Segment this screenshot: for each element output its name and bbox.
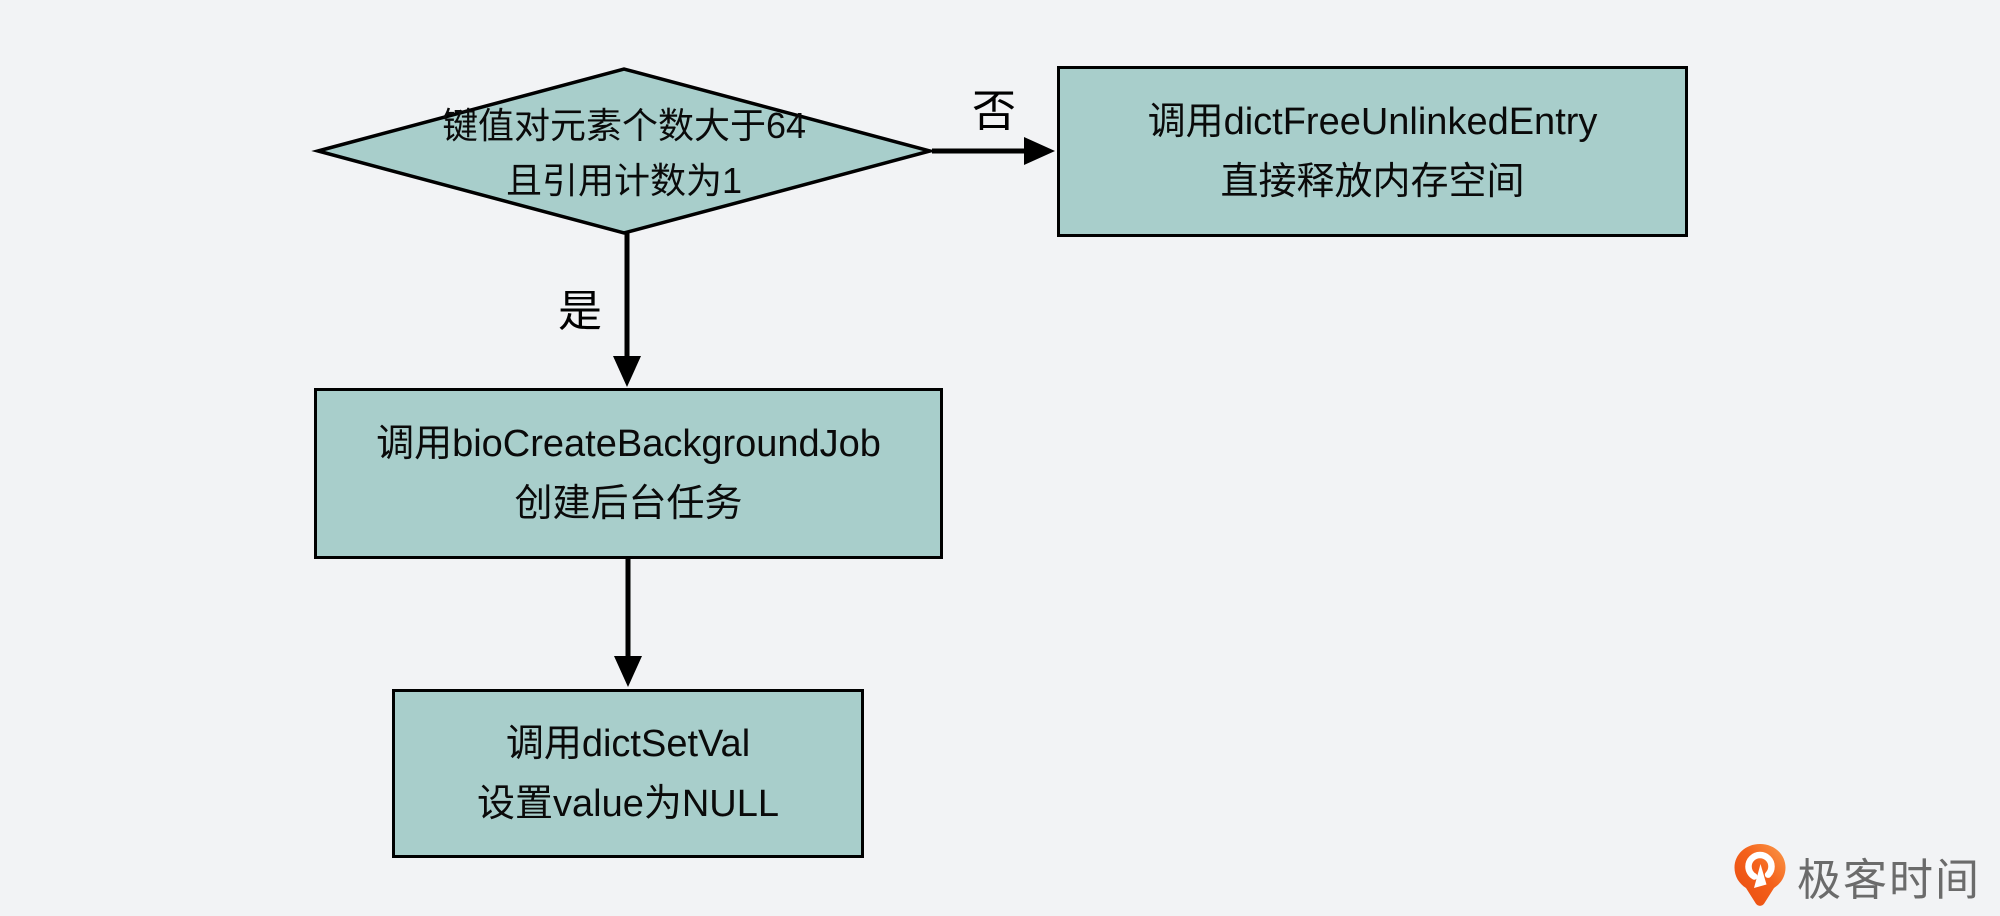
edge-label-no: 否 [972, 87, 1016, 136]
process-node-dictfreeunlinkedentry: 调用dictFreeUnlinkedEntry 直接释放内存空间 [1057, 66, 1688, 237]
process-line1: 调用bioCreateBackgroundJob [376, 422, 881, 465]
process-line2: 创建后台任务 [514, 482, 743, 525]
decision-line1: 键值对元素个数大于64 [441, 105, 807, 146]
arrow-no-branch [932, 137, 1055, 165]
geektime-logo: 极客时间 [1733, 841, 1981, 911]
process-line2: 直接释放内存空间 [1220, 160, 1525, 203]
geektime-pin-icon [1734, 844, 1786, 906]
process-line1: 调用dictSetVal [505, 722, 751, 765]
decision-line2: 且引用计数为1 [505, 160, 743, 201]
process-line2: 设置value为NULL [477, 782, 779, 825]
process-line1: 调用dictFreeUnlinkedEntry [1147, 100, 1598, 143]
process-node-dictsetval: 调用dictSetVal 设置value为NULL [392, 689, 864, 858]
geektime-logo-text: 极客时间 [1797, 856, 1981, 905]
arrow-to-final [614, 559, 642, 687]
decision-diamond-shape [311, 67, 937, 235]
edge-label-yes: 是 [558, 287, 602, 336]
arrow-yes-branch [613, 233, 641, 387]
decision-node: 键值对元素个数大于64 且引用计数为1 [374, 98, 874, 208]
process-node-biocreatebackgroundjob: 调用bioCreateBackgroundJob 创建后台任务 [314, 388, 943, 559]
